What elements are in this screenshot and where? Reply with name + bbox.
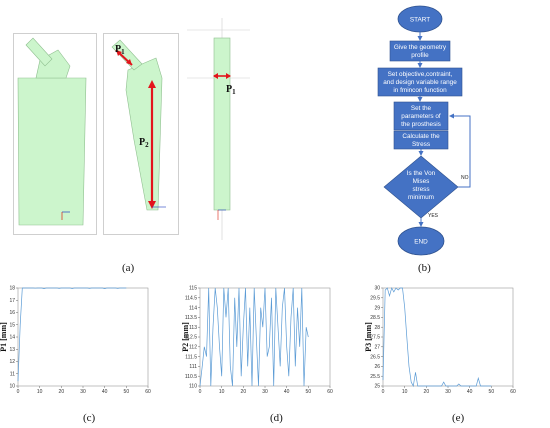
step-fmincon-line3: in fmincon function	[393, 87, 447, 94]
start-label: START	[410, 17, 430, 24]
step-fmincon-line1: Set objective,contraint,	[388, 71, 453, 78]
step-geometry-line2: profile	[411, 52, 429, 59]
caption-b: (b)	[418, 262, 431, 274]
flowchart: START Give the geometry profile Set obje…	[377, 5, 471, 256]
x-tick-label: 10	[37, 389, 43, 395]
step-parameters	[393, 101, 449, 131]
y-tick-label: 113.5	[185, 315, 197, 321]
plot-frame	[199, 287, 331, 387]
y-tick-label: 112	[189, 345, 197, 351]
decision-line3: stress	[412, 186, 429, 193]
plot-frame	[382, 287, 514, 387]
caption-d: (d)	[270, 412, 283, 424]
x-tick-label: 20	[424, 389, 430, 395]
x-tick-label: 50	[124, 389, 130, 395]
x-tick-label: 40	[284, 389, 290, 395]
y-tick-label: 112.5	[185, 335, 197, 341]
step-parameters-line1: Set the	[411, 105, 432, 112]
decision-line2: Mises	[413, 178, 430, 185]
p1b-label: P1	[226, 84, 236, 96]
prosthesis-thin-model	[187, 18, 250, 240]
x-tick-label: 10	[219, 389, 225, 395]
y-tick-label: 114.5	[185, 296, 197, 302]
y-tick-label: 10	[9, 384, 15, 390]
y-axis-label: P3 [mm]	[365, 322, 373, 352]
y-tick-label: 29.5	[370, 296, 380, 302]
caption-e: (e)	[452, 412, 465, 424]
y-tick-label: 12	[9, 359, 15, 365]
y-tick-label: 110	[189, 384, 197, 390]
yes-label: YES	[428, 213, 439, 219]
p2-label: P2	[139, 137, 149, 149]
x-tick-label: 0	[382, 389, 385, 395]
x-tick-label: 20	[241, 389, 247, 395]
step-stress-line2: Stress	[412, 141, 430, 148]
y-tick-label: 18	[9, 286, 15, 292]
no-loop-connector	[449, 113, 471, 188]
y-tick-label: 27.5	[370, 335, 380, 341]
step-parameters-line2: parameters of	[401, 113, 441, 120]
x-tick-label: 30	[80, 389, 86, 395]
y-tick-label: 16	[9, 310, 15, 316]
x-tick-label: 0	[199, 389, 202, 395]
x-tick-label: 10	[402, 389, 408, 395]
caption-a: (a)	[122, 262, 135, 274]
y-tick-label: 114	[189, 305, 197, 311]
plot-e: 0 10 20 30 40 50 60 25 25.5 26 26.5 27 27.5 28 28.5 29 2…	[365, 286, 516, 395]
y-tick-label: 115	[189, 286, 197, 292]
step-parameters-line3: the prosthesis	[401, 121, 441, 128]
series-line	[17, 287, 127, 382]
y-tick-label: 25.5	[370, 374, 380, 380]
y-tick-label: 30	[374, 286, 380, 292]
x-tick-label: 50	[489, 389, 495, 395]
step-fmincon-line2: and design variable range	[383, 79, 457, 86]
x-tick-label: 60	[327, 389, 333, 395]
y-tick-label: 15	[9, 322, 15, 328]
y-tick-label: 111	[189, 364, 197, 370]
y-tick-label: 26	[374, 364, 380, 370]
y-axis-label: P1 [mm]	[0, 322, 8, 352]
no-label: NO	[461, 175, 469, 181]
y-tick-label: 13	[9, 347, 15, 353]
x-tick-label: 60	[510, 389, 516, 395]
prosthesis-side-model	[111, 39, 166, 211]
p1-label: P1	[115, 44, 125, 56]
y-axis-label: P2 [mm]	[182, 322, 190, 352]
caption-c: (c)	[83, 412, 96, 424]
series-line	[199, 287, 309, 387]
x-tick-label: 50	[306, 389, 312, 395]
y-tick-label: 110.5	[185, 374, 197, 380]
y-tick-label: 14	[9, 335, 15, 341]
y-tick-label: 29	[374, 305, 380, 311]
step-fmincon	[377, 67, 463, 97]
end-node	[397, 226, 445, 256]
y-tick-label: 27	[374, 345, 380, 351]
y-tick-label: 11	[10, 371, 15, 377]
y-tick-label: 28	[374, 325, 380, 331]
end-label: END	[414, 239, 428, 246]
step-stress-line1: Calculate the	[402, 133, 440, 140]
x-tick-label: 40	[467, 389, 473, 395]
x-tick-label: 60	[145, 389, 151, 395]
x-tick-label: 20	[59, 389, 65, 395]
x-tick-label: 0	[17, 389, 20, 395]
y-tick-label: 113	[189, 325, 197, 331]
y-tick-label: 17	[9, 298, 15, 304]
x-tick-label: 30	[262, 389, 268, 395]
y-tick-label: 25	[374, 384, 380, 390]
series-line	[382, 287, 492, 388]
prosthesis-front-model	[17, 37, 87, 226]
y-tick-label: 26.5	[370, 354, 380, 360]
y-tick-label: 111.5	[185, 354, 197, 360]
model-figure: P1 P2 P1	[17, 18, 250, 240]
decision-line1: Is the Von	[407, 170, 436, 177]
decision-line4: minimum	[408, 194, 434, 201]
x-tick-label: 40	[102, 389, 108, 395]
x-tick-label: 30	[445, 389, 451, 395]
step-geometry-line1: Give the geometry	[394, 44, 447, 51]
plot-frame	[17, 287, 149, 387]
y-tick-label: 28.5	[370, 315, 380, 321]
plot-d: 0 10 20 30 40 50 60 110 110.5 111 111.5 112 112.5 113…	[182, 286, 333, 395]
